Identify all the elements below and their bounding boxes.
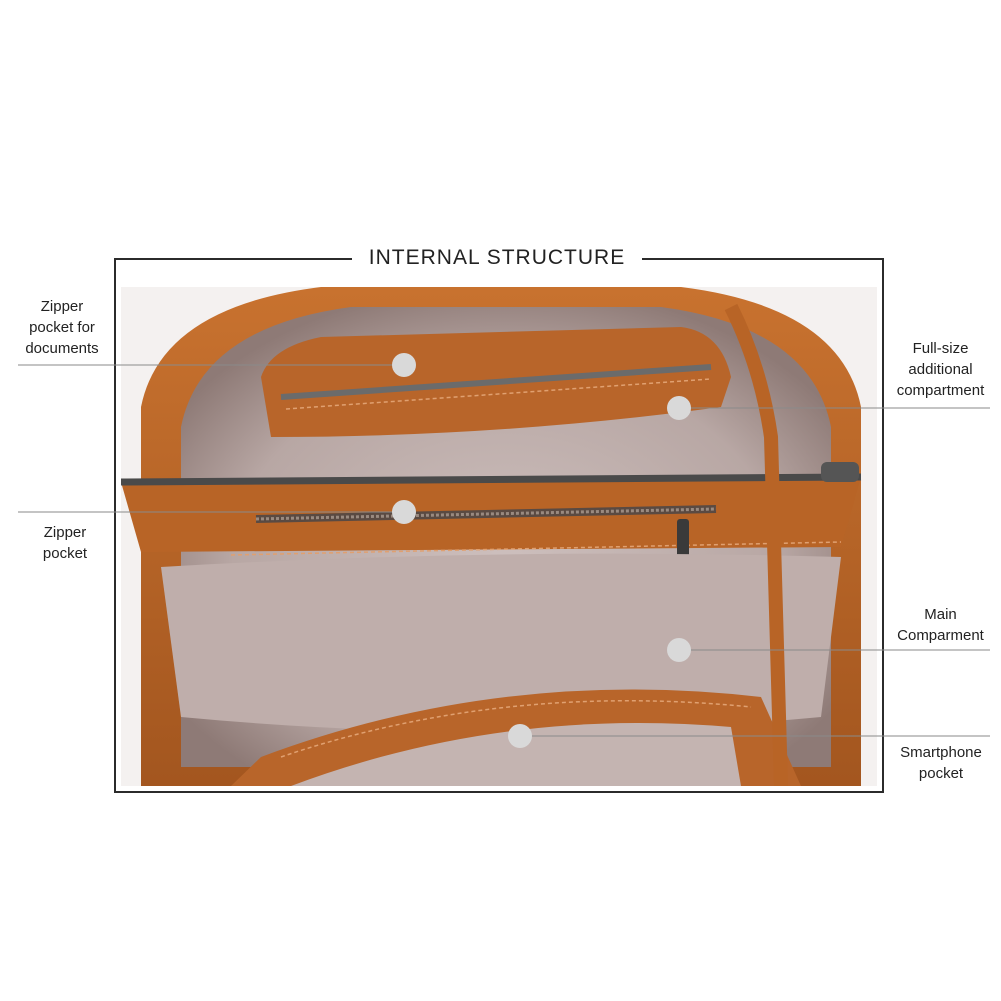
label-zipper-docs: Zipper pocket for documents: [25, 298, 99, 357]
label-full-size: Full-size additional compartment: [896, 340, 985, 399]
section-title: INTERNAL STRUCTURE: [368, 246, 626, 269]
label-zipper-pocket: Zipper pocket: [42, 524, 88, 562]
bag-interior-photo: [121, 287, 877, 786]
label-smartphone: Smartphone pocket: [900, 744, 982, 782]
label-main: Main Comparment: [897, 606, 984, 644]
title-gap: [352, 248, 642, 270]
